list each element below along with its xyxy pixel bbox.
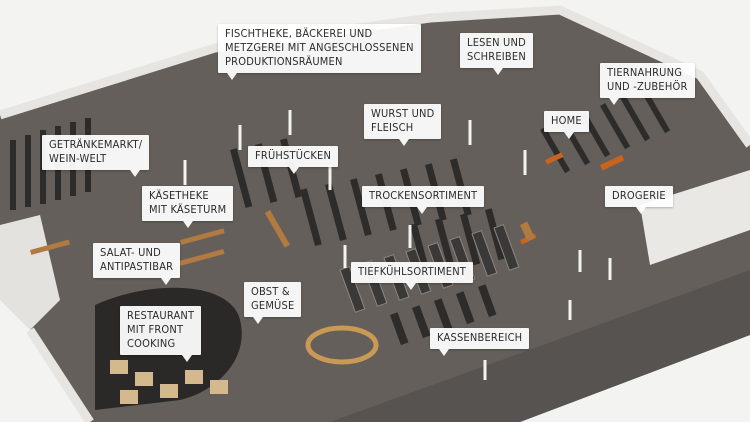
- restaurant-tables: [110, 360, 228, 404]
- left-wall-block: [0, 215, 60, 330]
- outer-wall-north: [0, 5, 750, 148]
- checkout-round-counter: [305, 325, 379, 365]
- label-wurst-und-fleisch: WURST UND FLEISCH: [364, 104, 442, 146]
- label-getraenkemarkt: GETRÄNKEMARKT/ WEIN-WELT: [42, 135, 150, 177]
- label-lesen-und-schreiben: LESEN UND SCHREIBEN: [460, 33, 533, 75]
- wood-counters: [29, 210, 535, 267]
- label-drogerie: DROGERIE: [605, 186, 673, 214]
- label-salat-und-antipastibar: SALAT- UND ANTIPASTIBAR: [93, 243, 181, 285]
- label-tiefkuehlsortiment: TIEFKÜHLSORTIMENT: [351, 262, 474, 290]
- front-walkway: [330, 270, 750, 422]
- label-kassenbereich: KASSENBEREICH: [430, 328, 530, 356]
- label-fruehstuecken: FRÜHSTÜCKEN: [248, 146, 339, 174]
- label-fischtheke: FISCHTHEKE, BÄCKEREI UND METZGEREI MIT A…: [218, 24, 421, 80]
- pillars: [183, 110, 612, 380]
- label-restaurant: RESTAURANT MIT FRONT COOKING: [120, 306, 202, 362]
- label-obst-und-gemuese: OBST & GEMÜSE: [244, 282, 302, 324]
- label-kaesetheke: KÄSETHEKE MIT KÄSETURM: [142, 186, 234, 228]
- outer-wall-south: [26, 327, 94, 422]
- drogerie-wall: [640, 170, 750, 265]
- label-trockensortiment: TROCKENSORTIMENT: [362, 186, 485, 214]
- label-tiernahrung: TIERNAHRUNG UND -ZUBEHÖR: [600, 63, 695, 105]
- checkout-lanes: [390, 284, 497, 346]
- label-home: HOME: [544, 111, 589, 139]
